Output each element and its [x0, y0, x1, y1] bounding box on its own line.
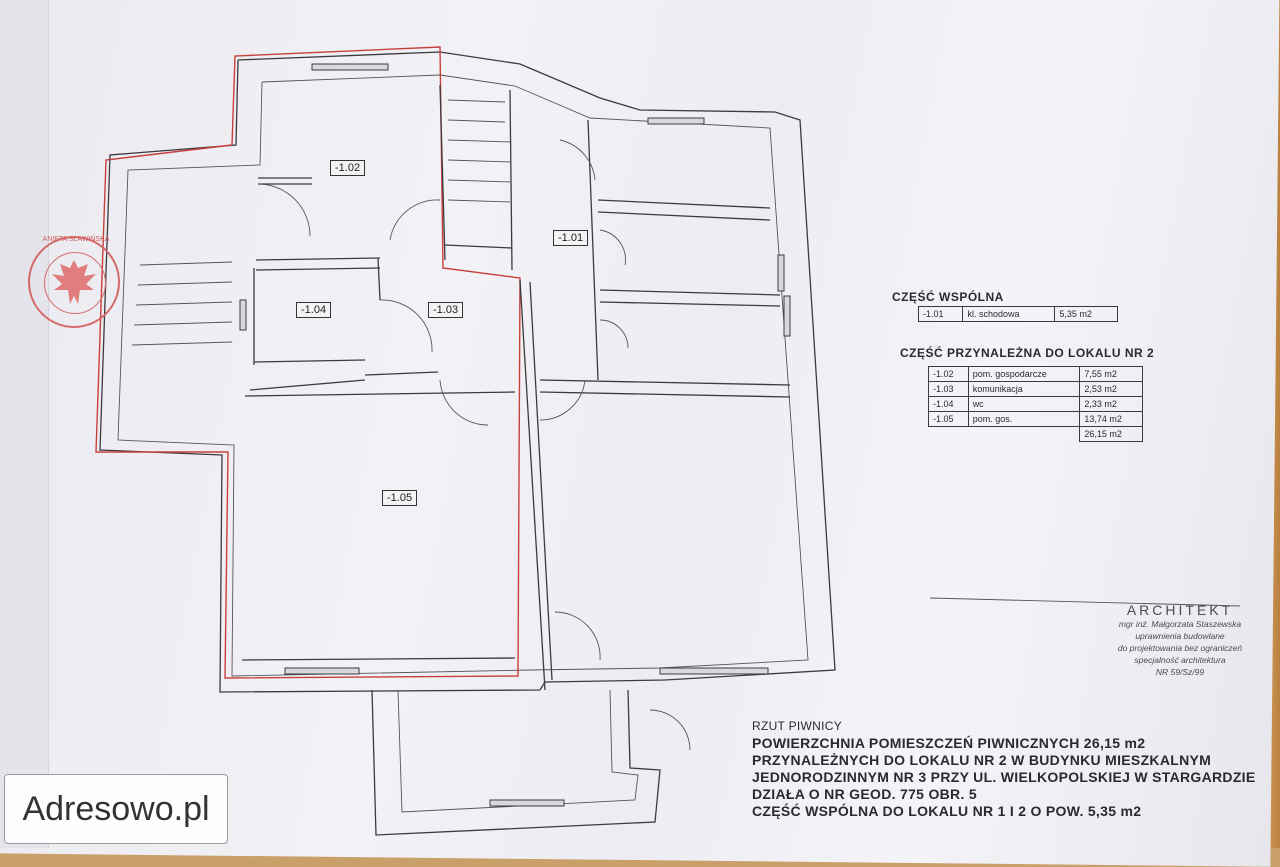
table-row-total: 26,15 m2 [929, 426, 1143, 442]
table-row: -1.05 pom. gos. 13,74 m2 [928, 411, 1143, 427]
common-part-table: -1.01 kl. schodowa 5,35 m2 [917, 306, 1118, 322]
eagle-emblem-icon [52, 260, 96, 304]
outer-walls [99, 51, 836, 693]
table-row: -1.04 wc 2,33 m2 [928, 396, 1143, 412]
red-area-outline [95, 46, 521, 679]
entry-annex [371, 689, 661, 836]
interior-walls [241, 84, 791, 691]
table-row: -1.03 komunikacja 2,53 m2 [928, 381, 1143, 397]
door-swings [257, 139, 691, 751]
belonging-part-table: -1.02 pom. gospodarcze 7,55 m2 -1.03 kom… [928, 366, 1143, 442]
stamp-text: ANIETA SŁAWIŃSKA [42, 236, 110, 243]
floor-plan-drawing [95, 46, 1241, 836]
paper-underneath-edge [0, 0, 49, 848]
table-row: -1.01 kl. schodowa 5,35 m2 [917, 306, 1118, 322]
room-label-1-04: -1.04 [296, 302, 332, 318]
staircase [131, 99, 511, 346]
room-label-1-05: -1.05 [382, 490, 418, 506]
windows [239, 63, 791, 807]
common-part-heading: CZĘŚĆ WSPÓLNA [892, 290, 1004, 304]
belonging-part-heading: CZĘŚĆ PRZYNALEŻNA DO LOKALU NR 2 [900, 346, 1155, 360]
table-row: -1.02 pom. gospodarcze 7,55 m2 [928, 366, 1143, 382]
room-label-1-01: -1.01 [553, 230, 589, 246]
stamp-inner-ring [44, 252, 106, 314]
adresowo-watermark: Adresowo.pl [4, 774, 228, 844]
room-label-1-03: -1.03 [428, 302, 464, 318]
drawing-title-block: RZUT PIWNICY POWIERZCHNIA POMIESZCZEŃ PI… [752, 718, 1272, 820]
room-label-1-02: -1.02 [330, 160, 366, 176]
architect-stamp: ARCHITEKT mgr inż. Małgorzata Staszewska… [1095, 602, 1265, 678]
drawing-title: RZUT PIWNICY [752, 719, 843, 733]
official-seal-stamp: ANIETA SŁAWIŃSKA [28, 236, 120, 328]
total-area: 26,15 m2 [1079, 426, 1143, 442]
architect-title: ARCHITEKT [1126, 602, 1234, 618]
